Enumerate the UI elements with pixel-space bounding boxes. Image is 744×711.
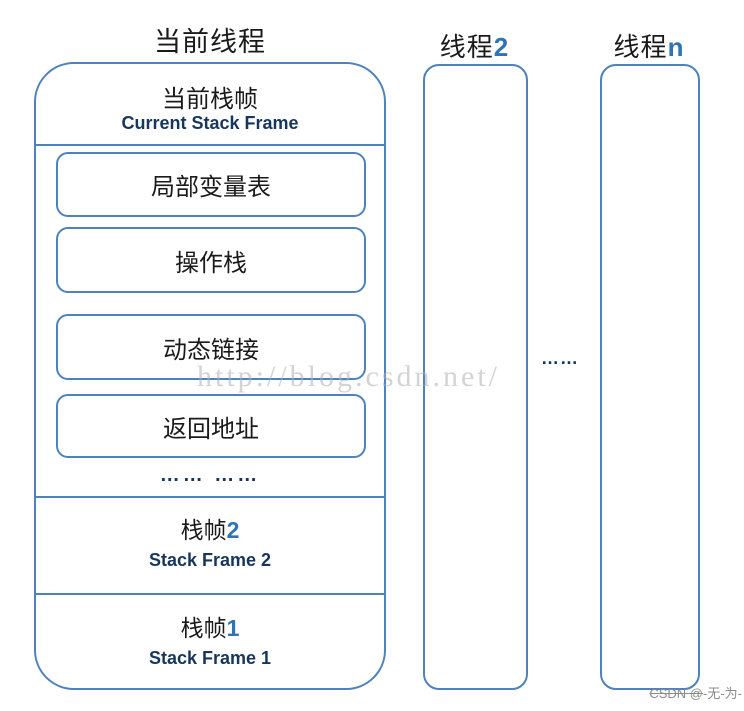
divider-frame-2: [36, 496, 384, 498]
component-label: 返回地址: [163, 415, 259, 443]
stack-ellipsis: …… ……: [159, 464, 261, 486]
thread-n-title-zh: 线程: [613, 32, 668, 62]
component-label: 局部变量表: [151, 174, 271, 201]
watermark-author-name: -无-为-: [703, 686, 742, 701]
thread-n-title: 线程n: [598, 27, 700, 64]
current-stack-frame-header-en: Current Stack Frame: [121, 113, 299, 133]
component-label: 动态链接: [163, 336, 259, 364]
thread-2-stack-box: [423, 64, 528, 690]
threads-ellipsis: ……: [541, 348, 579, 368]
frame-num: 2: [226, 517, 240, 543]
current-stack-frame-header-zh: 当前栈帧: [162, 86, 258, 113]
frame-zh-text: 栈帧: [180, 517, 227, 543]
watermark-csdn-author: CSDN @-无-为-: [649, 683, 742, 702]
divider-frame-1: [36, 593, 384, 595]
thread-n-title-suffix: n: [667, 32, 685, 62]
component-label: 操作栈: [175, 249, 247, 277]
component-box-local-variable-table: 局部变量表: [56, 152, 366, 217]
component-box-return-address: 返回地址: [56, 394, 366, 458]
thread-n-stack-box: [600, 64, 700, 690]
divider-header: [36, 144, 384, 146]
component-box-operand-stack: 操作栈: [56, 227, 366, 293]
frame-num: 1: [226, 615, 240, 641]
current-thread-stack-container: 当前栈帧 Current Stack Frame 局部变量表 操作栈 动态链接 …: [34, 62, 386, 690]
frame-zh-text: 栈帧: [180, 615, 227, 641]
stack-frame-2-label-en: Stack Frame 2: [148, 550, 272, 570]
component-box-dynamic-linking: 动态链接: [56, 314, 366, 380]
thread-2-title: 线程2: [421, 27, 528, 64]
stack-frame-2-label-zh: 栈帧2: [36, 511, 384, 545]
stack-frame-1-label-en: Stack Frame 1: [148, 648, 272, 668]
thread-2-title-suffix: 2: [493, 32, 510, 62]
stack-frame-1-label-zh: 栈帧1: [36, 609, 384, 643]
current-thread-title: 当前线程: [154, 27, 266, 57]
watermark-csdn-prefix: CSDN @: [649, 686, 703, 701]
thread-2-title-zh: 线程: [439, 32, 494, 62]
